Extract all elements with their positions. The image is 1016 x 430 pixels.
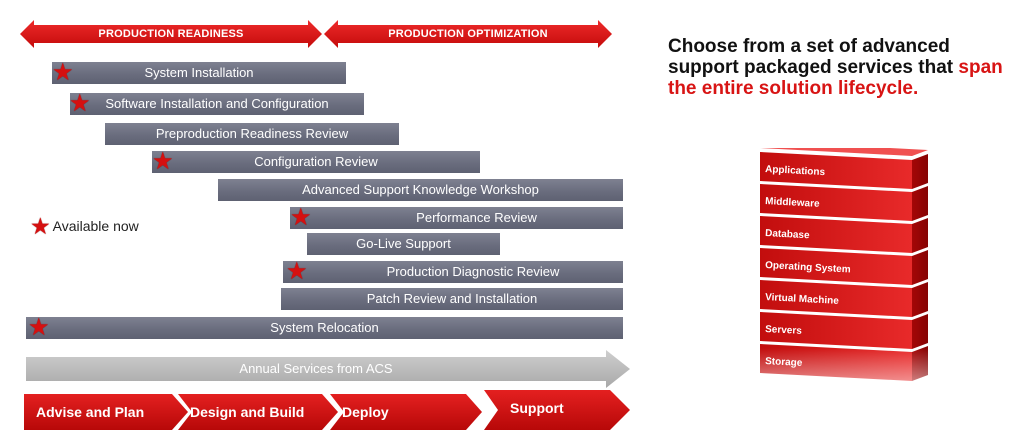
service-bar-software-installation: Software Installation and Configuration xyxy=(70,93,364,115)
star-icon: ★ xyxy=(290,204,312,231)
lifecycle-label: Deploy xyxy=(342,404,389,420)
service-bar-preproduction-readiness: Preproduction Readiness Review xyxy=(105,123,399,145)
annual-services-arrow: Annual Services from ACS xyxy=(26,350,630,388)
service-bar-diagnostic-review: Production Diagnostic Review xyxy=(283,261,623,283)
star-icon: ★ xyxy=(69,90,91,117)
lifecycle-step-advise: Advise and Plan xyxy=(24,394,188,430)
star-icon: ★ xyxy=(286,258,308,285)
service-bar-performance-review: Performance Review xyxy=(290,207,623,229)
stack-layer-label: Applications xyxy=(765,164,826,178)
service-bar-knowledge-workshop: Advanced Support Knowledge Workshop xyxy=(218,179,623,201)
stack-layer-label: Servers xyxy=(765,324,803,337)
service-bar-system-installation: System Installation xyxy=(52,62,346,84)
stack-layer-label: Middleware xyxy=(765,196,820,210)
service-bar-go-live-support: Go-Live Support xyxy=(307,233,500,255)
production-optimization-arrow: PRODUCTION OPTIMIZATION xyxy=(324,20,612,48)
stack-layer-label: Database xyxy=(765,228,810,241)
stack-layer-face xyxy=(760,248,912,285)
legend-label: Available now xyxy=(52,218,139,234)
service-bar-configuration-review: Configuration Review xyxy=(152,151,480,173)
service-bar-system-relocation: System Relocation xyxy=(26,317,623,339)
lifecycle-label: Advise and Plan xyxy=(36,404,145,420)
lifecycle-step-support: Support xyxy=(484,390,630,430)
annual-services-label: Annual Services from ACS xyxy=(239,361,393,376)
star-icon: ★ xyxy=(28,314,50,341)
production-optimization-label: PRODUCTION OPTIMIZATION xyxy=(388,28,548,40)
stack-layer-side xyxy=(912,314,928,349)
solution-stack-graphic: ApplicationsMiddlewareDatabaseOperating … xyxy=(732,148,928,418)
stack-layer-face xyxy=(760,280,912,317)
lifecycle-label: Design and Build xyxy=(190,404,305,420)
stack-layer-face xyxy=(760,216,912,253)
lifecycle-step-deploy: Deploy xyxy=(330,394,482,430)
lifecycle-step-design: Design and Build xyxy=(178,394,338,430)
stack-layer-face xyxy=(760,184,912,221)
stack-layer-face xyxy=(760,152,912,189)
star-icon: ★ xyxy=(30,213,51,239)
service-bar-patch-review: Patch Review and Installation xyxy=(281,288,623,310)
star-icon: ★ xyxy=(152,148,174,175)
headline: Choose from a set of advanced support pa… xyxy=(668,36,1008,99)
headline-text: Choose from a set of advanced support pa… xyxy=(668,36,959,78)
stack-layer-face xyxy=(760,312,912,349)
stack-layer-side xyxy=(912,282,928,317)
stack-layer-side xyxy=(912,154,928,189)
headline-highlight: span the entire solution lifecycle. xyxy=(668,57,1003,99)
legend: ★Available now xyxy=(30,214,139,238)
stack-layer-label: Operating System xyxy=(765,260,851,275)
production-readiness-label: PRODUCTION READINESS xyxy=(98,28,244,40)
stack-layer-side xyxy=(912,250,928,285)
star-icon: ★ xyxy=(52,59,74,86)
stack-layer-side xyxy=(912,186,928,221)
stack-layer-side xyxy=(912,218,928,253)
lifecycle-label: Support xyxy=(510,400,564,416)
stack-layer-label: Virtual Machine xyxy=(765,292,840,307)
production-readiness-arrow: PRODUCTION READINESS xyxy=(20,20,322,48)
